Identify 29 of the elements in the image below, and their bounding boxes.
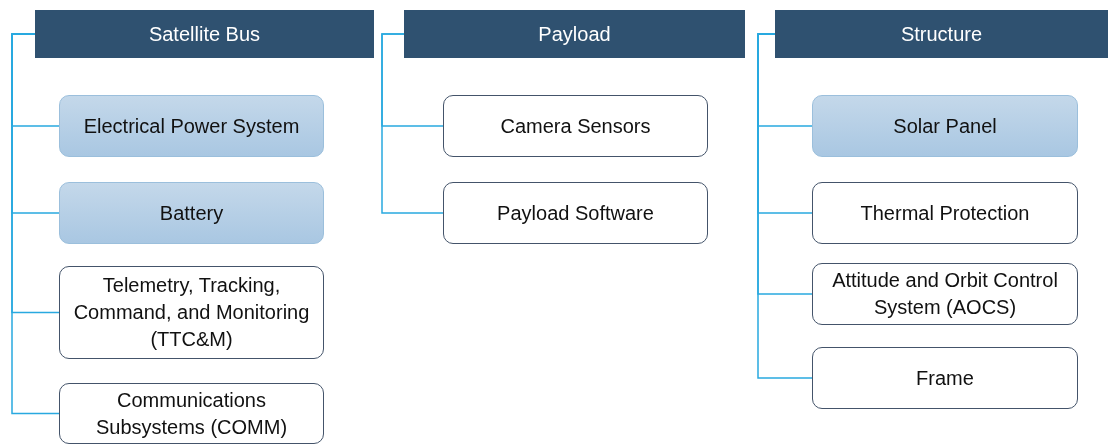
header-title: Structure — [900, 22, 983, 46]
component-box — [443, 95, 708, 157]
component-box — [812, 95, 1078, 157]
box-label: Frame — [916, 365, 974, 391]
component-box — [812, 182, 1078, 244]
component-box — [59, 182, 324, 244]
header-band — [775, 10, 1108, 58]
component-box — [59, 266, 324, 359]
component-box — [812, 347, 1078, 409]
box-label: Thermal Protection — [860, 200, 1030, 226]
box-label: Camera Sensors — [500, 113, 651, 139]
header-title: Payload — [538, 22, 611, 46]
component-box — [812, 263, 1078, 325]
component-box — [59, 95, 324, 157]
box-label: Solar Panel — [893, 113, 997, 139]
box-label: Electrical Power System — [83, 113, 300, 139]
box-label: Attitude and Orbit Control System (AOCS) — [831, 268, 1059, 320]
box-label: Communications Subsystems (COMM) — [94, 387, 289, 440]
connector-line — [757, 33, 813, 379]
header-band — [404, 10, 745, 58]
component-box — [443, 182, 708, 244]
connector-line — [11, 33, 60, 415]
connector-line — [381, 33, 444, 214]
box-label: Battery — [159, 200, 224, 226]
box-label: Payload Software — [497, 200, 654, 226]
component-box — [59, 383, 324, 444]
header-title: Satellite Bus — [148, 22, 261, 46]
box-label: Telemetry, Tracking, Command, and Monitoring (TTC&M) — [72, 273, 311, 352]
header-band — [35, 10, 374, 58]
